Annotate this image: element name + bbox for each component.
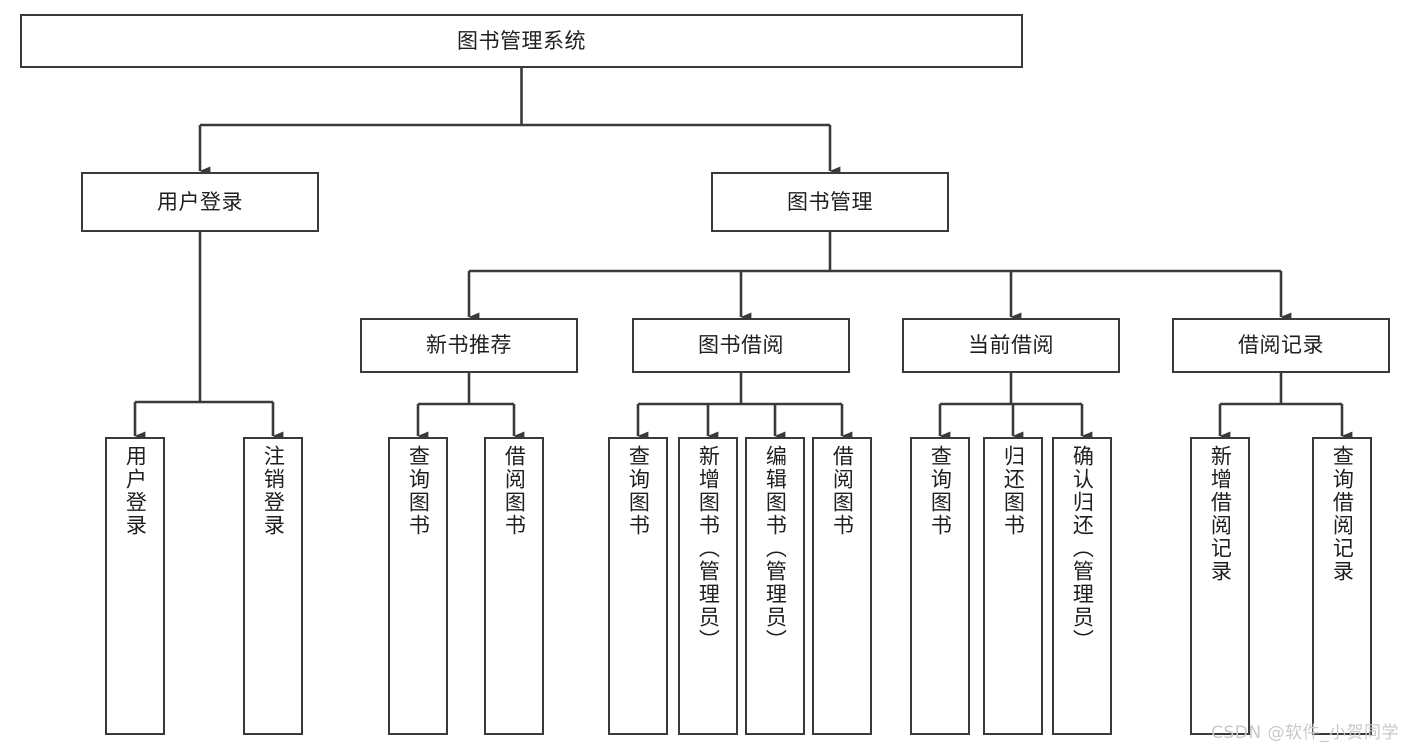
node-leaf-bw-borrow[interactable]: 借阅图书 — [812, 437, 872, 735]
node-label: 新增图书（管理员） — [696, 445, 721, 652]
node-label: 编辑图书（管理员） — [763, 445, 788, 652]
node-leaf-rc-add[interactable]: 新增借阅记录 — [1190, 437, 1250, 735]
node-label: 图书管理 — [787, 189, 873, 214]
node-label: 借阅图书 — [830, 445, 855, 537]
node-label: 确认归还（管理员） — [1070, 445, 1095, 652]
node-label: 新增借阅记录 — [1208, 445, 1233, 583]
node-label: 借阅记录 — [1238, 333, 1324, 358]
node-label: 借阅图书 — [502, 445, 527, 537]
node-current[interactable]: 当前借阅 — [902, 318, 1120, 373]
node-label: 查询借阅记录 — [1330, 445, 1355, 583]
node-leaf-bw-edit[interactable]: 编辑图书（管理员） — [745, 437, 805, 735]
node-label: 用户登录 — [123, 445, 148, 537]
node-label: 查询图书 — [626, 445, 651, 537]
node-label: 图书借阅 — [698, 333, 784, 358]
node-bookmgmt[interactable]: 图书管理 — [711, 172, 949, 232]
csdn-watermark: CSDN @软件_小贺同学 — [1211, 723, 1399, 743]
node-label: 查询图书 — [928, 445, 953, 537]
node-leaf-bw-add[interactable]: 新增图书（管理员） — [678, 437, 738, 735]
node-leaf-bw-query[interactable]: 查询图书 — [608, 437, 668, 735]
node-leaf-cu-query[interactable]: 查询图书 — [910, 437, 970, 735]
node-leaf-user-logout[interactable]: 注销登录 — [243, 437, 303, 735]
node-leaf-cu-confirm[interactable]: 确认归还（管理员） — [1052, 437, 1112, 735]
node-leaf-rc-query[interactable]: 查询借阅记录 — [1312, 437, 1372, 735]
node-records[interactable]: 借阅记录 — [1172, 318, 1390, 373]
node-login[interactable]: 用户登录 — [81, 172, 319, 232]
node-label: 当前借阅 — [968, 333, 1054, 358]
node-label: 图书管理系统 — [457, 28, 586, 53]
node-leaf-nb-borrow[interactable]: 借阅图书 — [484, 437, 544, 735]
node-leaf-cu-return[interactable]: 归还图书 — [983, 437, 1043, 735]
node-leaf-user-login[interactable]: 用户登录 — [105, 437, 165, 735]
node-leaf-nb-query[interactable]: 查询图书 — [388, 437, 448, 735]
node-newbook[interactable]: 新书推荐 — [360, 318, 578, 373]
node-label: 查询图书 — [406, 445, 431, 537]
node-label: 归还图书 — [1001, 445, 1026, 537]
node-root[interactable]: 图书管理系统 — [20, 14, 1023, 68]
node-borrow[interactable]: 图书借阅 — [632, 318, 850, 373]
node-label: 新书推荐 — [426, 333, 512, 358]
node-label: 用户登录 — [157, 189, 243, 214]
node-label: 注销登录 — [261, 445, 286, 537]
